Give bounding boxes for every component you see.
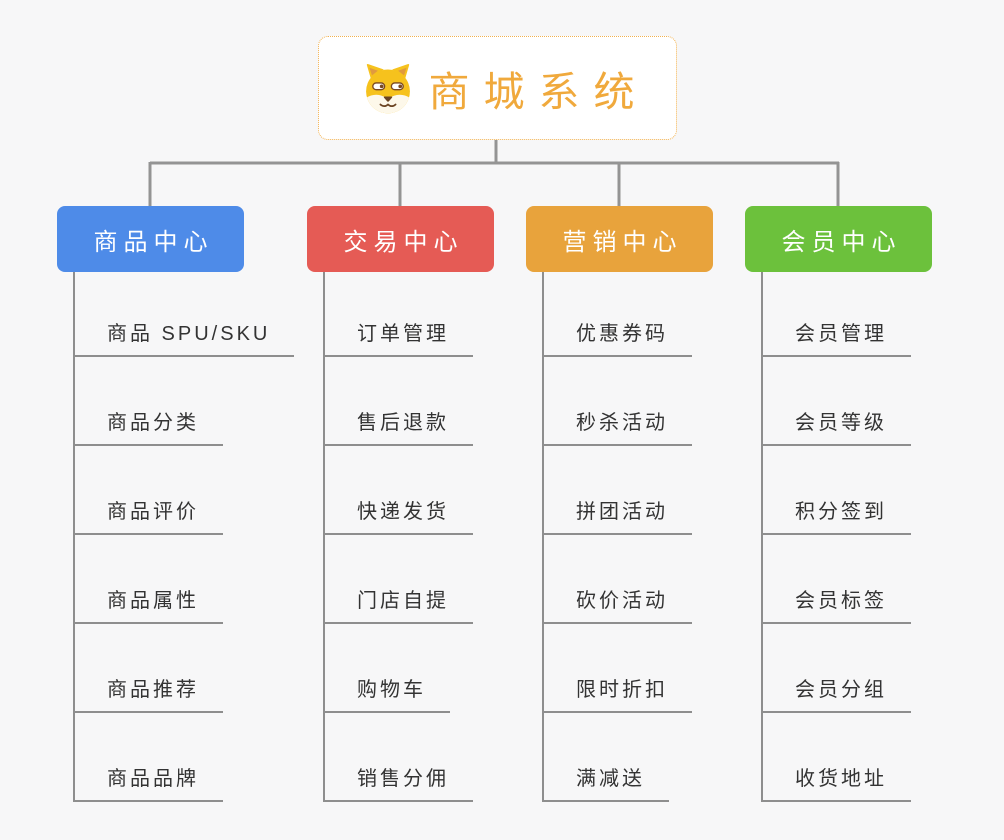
leaf-node[interactable]: 商品评价: [73, 499, 223, 535]
leaf-node[interactable]: 商品品牌: [73, 766, 223, 802]
branch-marketing-center: 营销中心 优惠券码 秒杀活动 拼团活动 砍价活动 限时折扣 满减送: [526, 206, 713, 802]
leaf-node[interactable]: 购物车: [323, 677, 450, 713]
leaf-node[interactable]: 砍价活动: [542, 588, 692, 624]
branch-node-product-center[interactable]: 商品中心: [57, 206, 244, 272]
leaf-node[interactable]: 积分签到: [761, 499, 911, 535]
branch-trade-center: 交易中心 订单管理 售后退款 快递发货 门店自提 购物车 销售分佣: [307, 206, 494, 802]
leaf-node[interactable]: 商品分类: [73, 410, 223, 446]
leaf-node[interactable]: 优惠券码: [542, 321, 692, 357]
branch-children-product: 商品 SPU/SKU 商品分类 商品评价 商品属性 商品推荐 商品品牌: [73, 272, 295, 802]
leaf-node[interactable]: 商品推荐: [73, 677, 223, 713]
leaf-node[interactable]: 秒杀活动: [542, 410, 692, 446]
branch-node-marketing-center[interactable]: 营销中心: [526, 206, 713, 272]
leaf-node[interactable]: 收货地址: [761, 766, 911, 802]
leaf-node[interactable]: 会员分组: [761, 677, 911, 713]
branch-product-center: 商品中心 商品 SPU/SKU 商品分类 商品评价 商品属性 商品推荐 商品品牌: [57, 206, 295, 802]
leaf-node[interactable]: 会员标签: [761, 588, 911, 624]
leaf-node[interactable]: 会员等级: [761, 410, 911, 446]
leaf-node[interactable]: 满减送: [542, 766, 669, 802]
branch-children-trade: 订单管理 售后退款 快递发货 门店自提 购物车 销售分佣: [323, 272, 473, 802]
root-title: 商城系统: [428, 69, 649, 115]
leaf-node[interactable]: 拼团活动: [542, 499, 692, 535]
branch-node-trade-center[interactable]: 交易中心: [307, 206, 494, 272]
leaf-node[interactable]: 快递发货: [323, 499, 473, 535]
leaf-node[interactable]: 销售分佣: [323, 766, 473, 802]
leaf-node[interactable]: 订单管理: [323, 321, 473, 357]
branch-children-member: 会员管理 会员等级 积分签到 会员标签 会员分组 收货地址: [761, 272, 911, 802]
leaf-node[interactable]: 会员管理: [761, 321, 911, 357]
leaf-node[interactable]: 商品属性: [73, 588, 223, 624]
root-node[interactable]: 商城系统: [318, 36, 677, 140]
dog-mascot-icon: [361, 61, 415, 115]
leaf-node[interactable]: 门店自提: [323, 588, 473, 624]
leaf-node[interactable]: 售后退款: [323, 410, 473, 446]
branch-member-center: 会员中心 会员管理 会员等级 积分签到 会员标签 会员分组 收货地址: [745, 206, 932, 802]
leaf-node[interactable]: 限时折扣: [542, 677, 692, 713]
branch-node-member-center[interactable]: 会员中心: [745, 206, 932, 272]
branch-children-marketing: 优惠券码 秒杀活动 拼团活动 砍价活动 限时折扣 满减送: [542, 272, 692, 802]
leaf-node[interactable]: 商品 SPU/SKU: [73, 321, 295, 357]
